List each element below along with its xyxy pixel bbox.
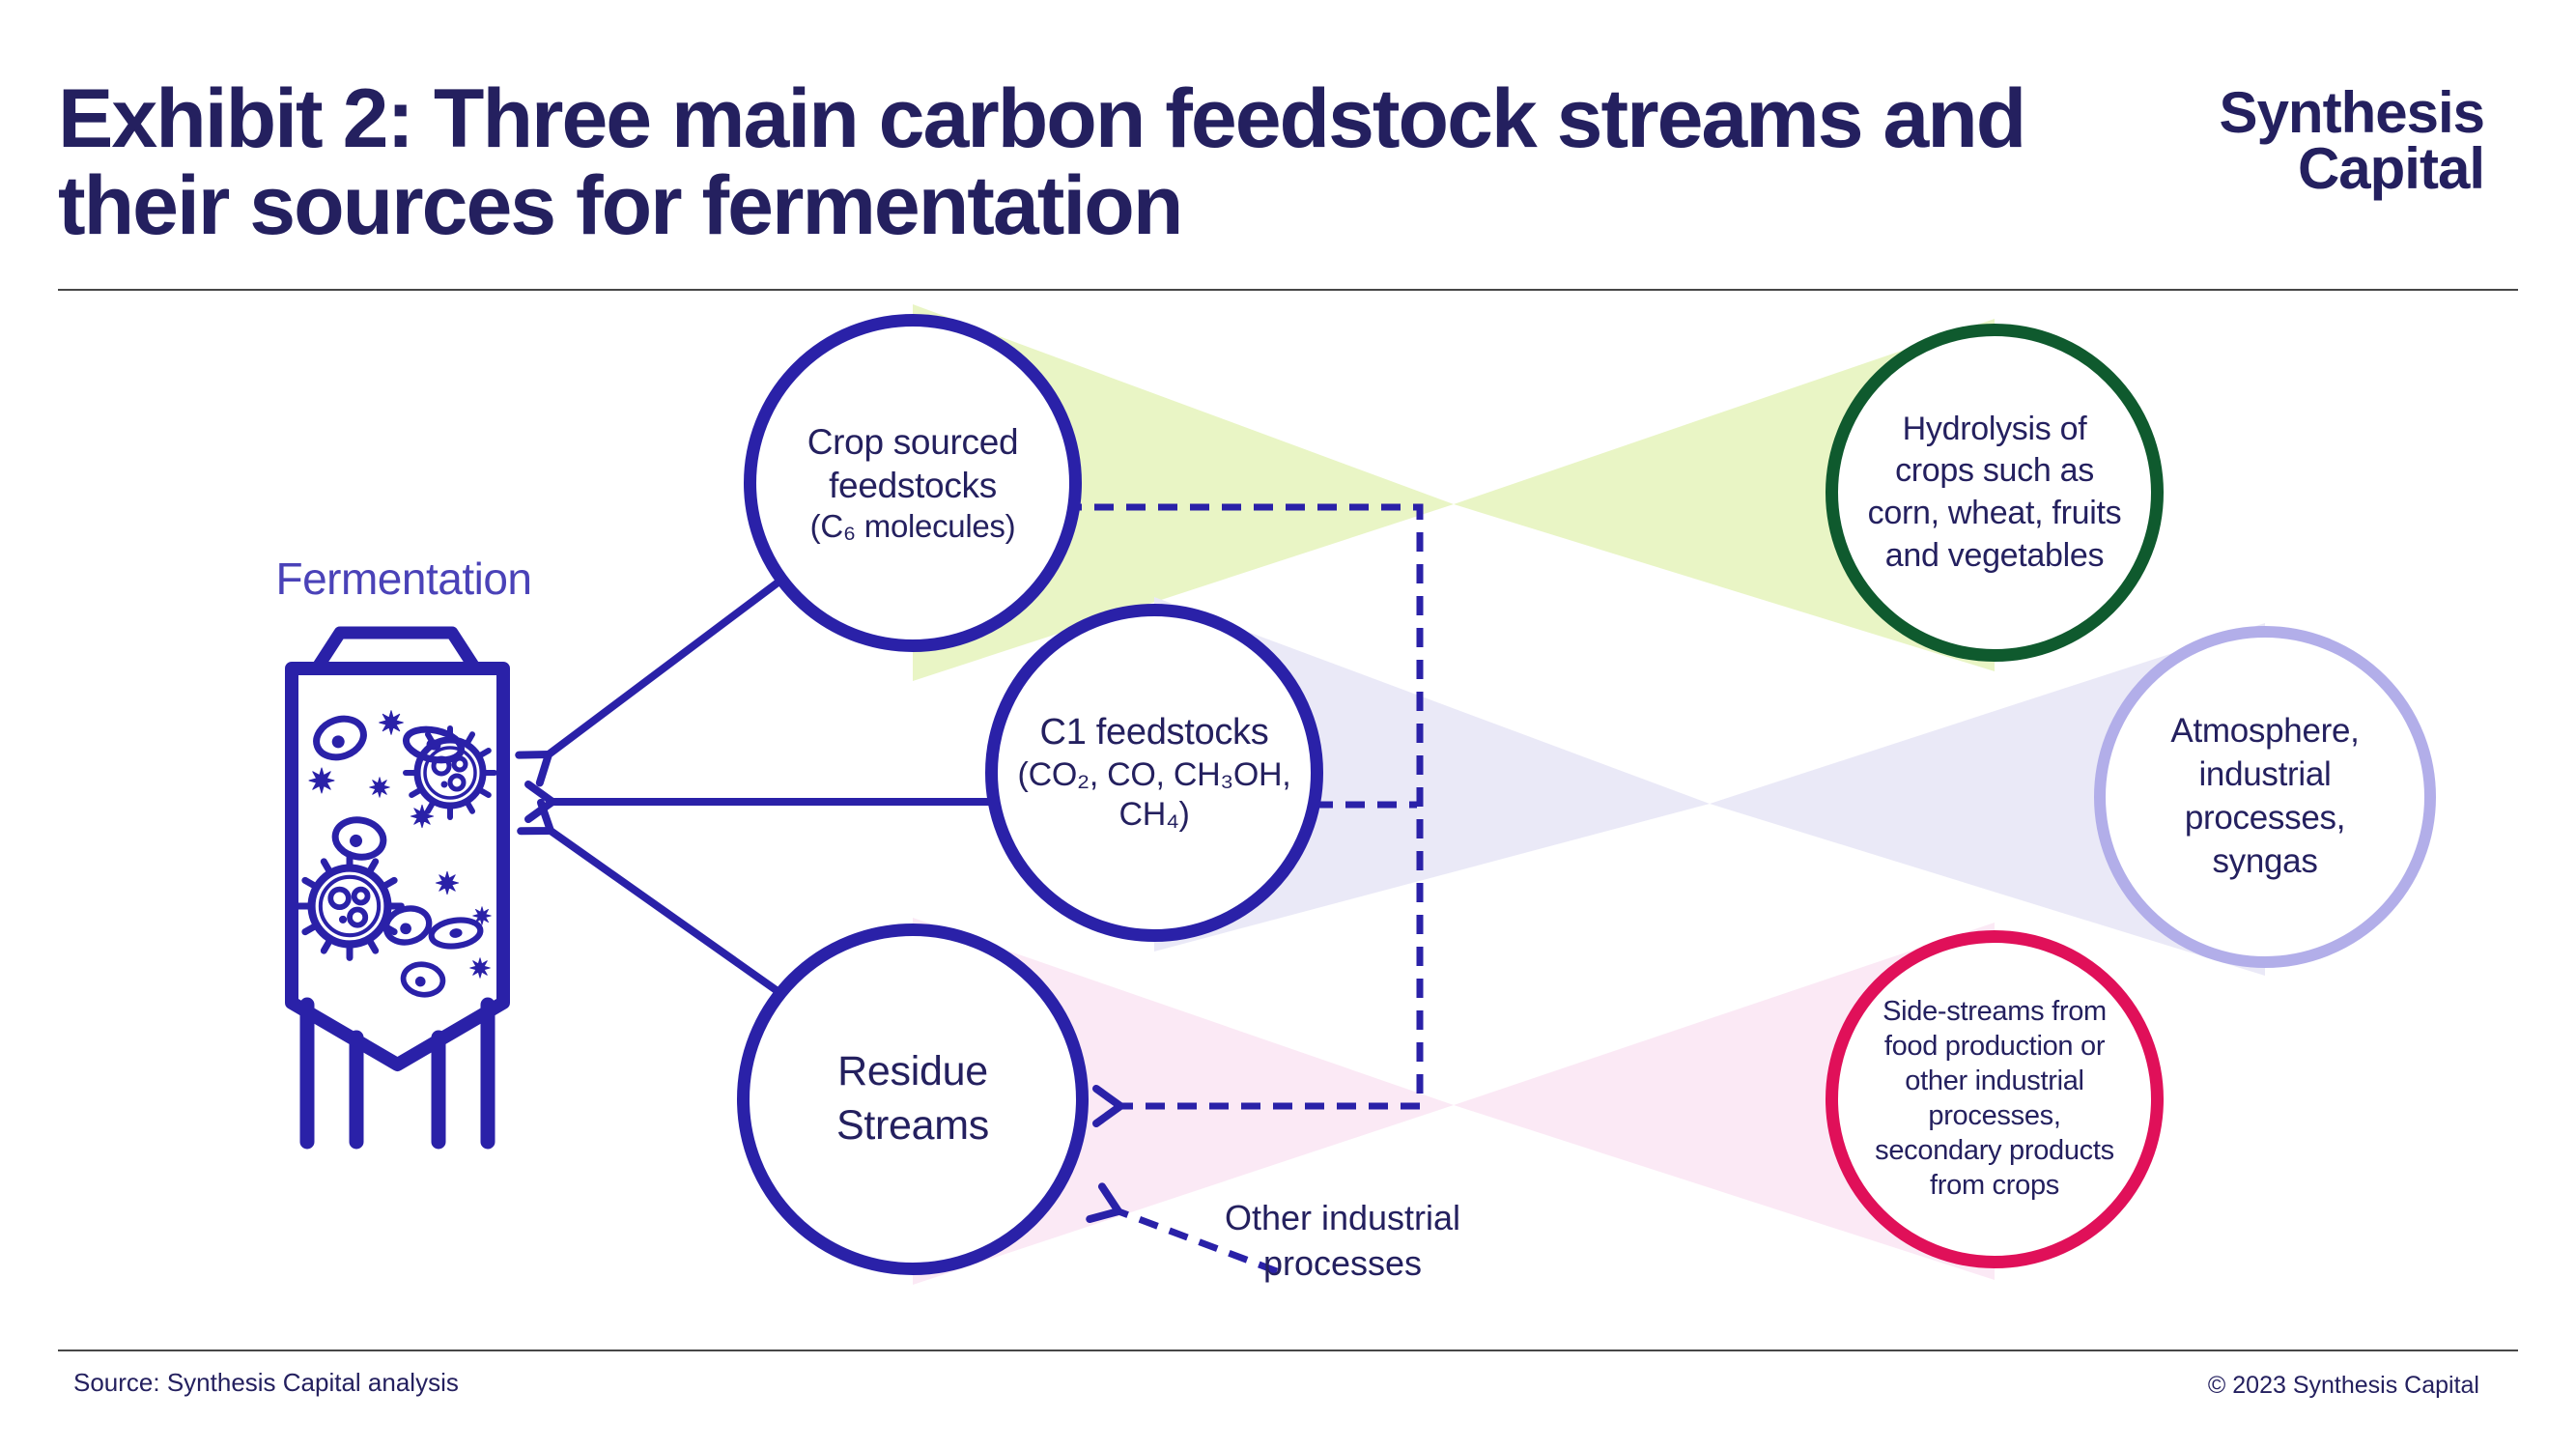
synthesis-capital-logo: Synthesis Capital (2219, 80, 2485, 202)
arrow-crop-to-fermenter (549, 574, 787, 754)
tank-legs (299, 997, 495, 1150)
node-text-line: CH₄) (1118, 796, 1190, 834)
fermentation-tank-icon (285, 626, 510, 1150)
copyright-note: © 2023 Synthesis Capital (2207, 1372, 2479, 1399)
page-title-line1: Exhibit 2: Three main carbon feedstock s… (58, 72, 2026, 165)
footer-divider (58, 1350, 2518, 1351)
dashed-other-processes-arrow (1118, 1211, 1279, 1275)
arrow-residue-to-fermenter (551, 831, 780, 995)
node-text-line: processes, (1928, 1100, 2061, 1131)
header-divider (58, 289, 2518, 291)
node-text-line: Hydrolysis of (1902, 410, 2087, 447)
node-text-line: processes, (2184, 799, 2346, 837)
node-residue-streams: Residue Streams (737, 923, 1089, 1275)
node-crop-sourced-feedstocks: Crop sourced feedstocks (C₆ molecules) (744, 314, 1082, 652)
node-text-line: corn, wheat, fruits (1867, 495, 2122, 531)
node-hydrolysis-of-crops: Hydrolysis of crops such as corn, wheat,… (1826, 324, 2164, 662)
node-text-line: C1 feedstocks (1039, 712, 1269, 753)
node-text-line: industrial (2198, 755, 2332, 794)
node-text-line: Side-streams from (1882, 996, 2107, 1028)
solid-arrows (549, 574, 995, 995)
logo-line1: Synthesis (2219, 80, 2485, 145)
source-note: Source: Synthesis Capital analysis (73, 1368, 459, 1397)
logo-line2: Capital (2297, 136, 2485, 202)
node-atmosphere-industrial-syngas: Atmosphere, industrial processes, syngas (2094, 626, 2436, 968)
node-text-line: crops such as (1895, 452, 2094, 490)
page-title-line2: their sources for fermentation (58, 159, 1183, 253)
dashed-connectors (1062, 503, 1424, 1275)
node-text-line: Crop sourced (807, 421, 1019, 462)
node-text-line: Atmosphere, (2170, 712, 2360, 751)
node-text-line: from crops (1930, 1169, 2059, 1201)
node-text-line: feedstocks (829, 465, 997, 505)
node-text-line: (C₆ molecules) (809, 508, 1016, 544)
node-text-line: other industrial (1905, 1065, 2084, 1097)
other-industrial-processes-label: Other industrial processes (1183, 1196, 1502, 1287)
node-text-line: Residue (837, 1048, 988, 1095)
node-text-line: and vegetables (1884, 536, 2105, 574)
fermentation-label: Fermentation (275, 554, 532, 604)
node-text-line: syngas (2212, 841, 2318, 880)
node-text-line: food production or (1883, 1031, 2106, 1063)
node-c1-feedstocks: C1 feedstocks (CO₂, CO, CH₃OH, CH₄) (985, 604, 1323, 942)
label-line: Other industrial (1224, 1198, 1461, 1237)
page-title: Exhibit 2: Three main carbon feedstock s… (58, 72, 2026, 253)
dashed-crop-to-residue (1062, 503, 1424, 1106)
node-text-line: (CO₂, CO, CH₃OH, (1017, 755, 1291, 793)
node-side-streams: Side-streams from food production or oth… (1826, 930, 2164, 1268)
label-line: processes (1262, 1242, 1423, 1283)
node-text-line: Streams (836, 1102, 989, 1149)
node-text-line: secondary products (1875, 1134, 2114, 1166)
